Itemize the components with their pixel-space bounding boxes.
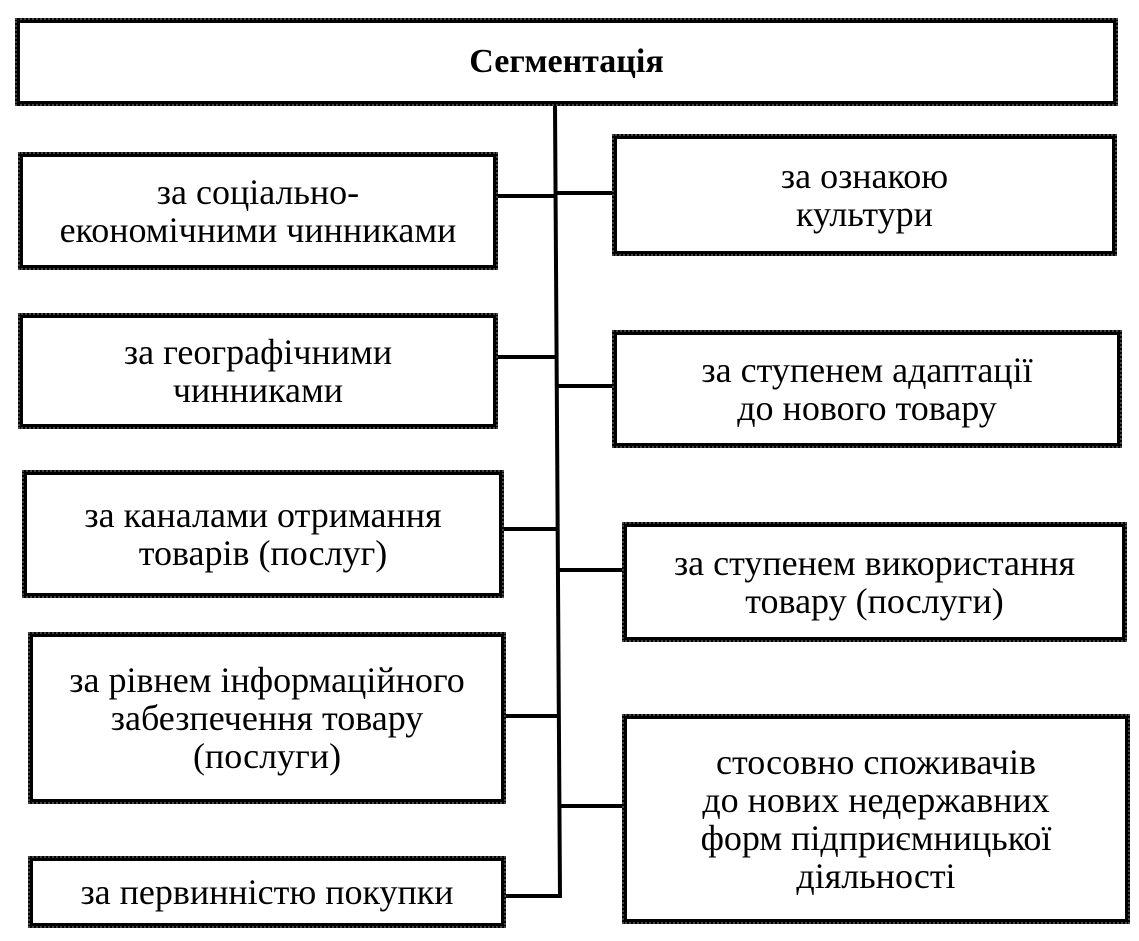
node-label: за каналами отримання товарів (послуг) <box>84 495 442 573</box>
root-node: Сегментація <box>15 18 1118 106</box>
node-channels: за каналами отримання товарів (послуг) <box>22 470 504 598</box>
node-label: за ступенем адаптації до нового товару <box>701 350 1033 428</box>
node-adaptation: за ступенем адаптації до нового товару <box>612 330 1122 448</box>
root-label: Сегментація <box>469 43 664 80</box>
node-label: за первинністю покупки <box>80 872 454 912</box>
node-consumer-attitude: стосовно споживачів до нових недержавних… <box>622 714 1130 924</box>
node-socioeconomic: за соціально- економічними чинниками <box>18 152 498 270</box>
node-information-level: за рівнем інформаційного забезпечення то… <box>28 632 506 804</box>
node-label: за ступенем використання товару (послуги… <box>673 543 1076 621</box>
node-usage: за ступенем використання товару (послуги… <box>622 522 1127 642</box>
node-purchase-primacy: за первинністю покупки <box>28 856 506 928</box>
node-label: стосовно споживачів до нових недержавних… <box>700 742 1052 896</box>
node-label: за рівнем інформаційного забезпечення то… <box>69 660 465 776</box>
node-label: за географічними чинниками <box>123 332 393 410</box>
trunk-line <box>553 105 562 899</box>
node-geographic: за географічними чинниками <box>18 313 498 429</box>
node-culture: за ознакою культури <box>612 134 1117 256</box>
node-label: за ознакою культури <box>780 156 949 234</box>
node-label: за соціально- економічними чинниками <box>59 172 457 250</box>
